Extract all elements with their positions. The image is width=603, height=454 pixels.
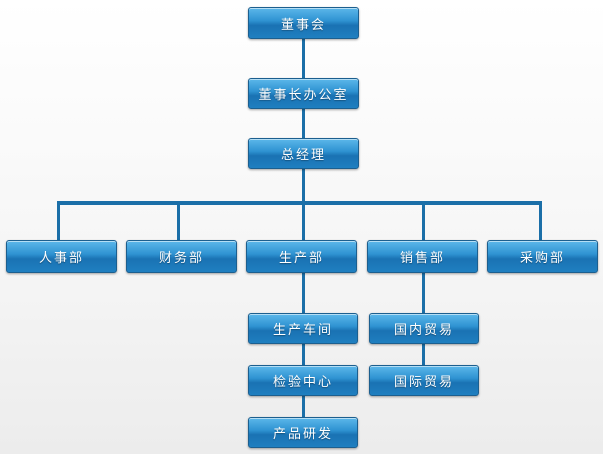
domestic-trade-node: 国内贸易 (369, 313, 479, 344)
production-department-node: 生产部 (246, 240, 357, 273)
international-trade-node: 国际贸易 (369, 365, 479, 396)
connector-department-bus (57, 201, 542, 205)
chairman-office-node: 董事长办公室 (248, 78, 359, 109)
purchasing-department-node: 采购部 (487, 240, 598, 273)
finance-department-node: 财务部 (126, 240, 237, 273)
inspection-center-node: 检验中心 (248, 365, 358, 396)
product-rnd-node: 产品研发 (248, 417, 358, 448)
production-workshop-node: 生产车间 (248, 313, 358, 344)
general-manager-node: 总经理 (248, 138, 359, 169)
board-node: 董事会 (248, 7, 359, 39)
connector-office-to-gm (302, 108, 305, 138)
connector-domestic-to-international (422, 344, 425, 366)
connector-board-to-office (302, 38, 305, 80)
connector-gm-to-bus (302, 168, 305, 203)
connector-bus-to-finance (177, 201, 180, 241)
connector-bus-to-sales (422, 201, 425, 241)
connector-bus-to-purchasing (539, 201, 542, 241)
connector-production-to-workshop (302, 272, 305, 314)
connector-bus-to-production (302, 201, 305, 241)
sales-department-node: 销售部 (367, 240, 478, 273)
connector-sales-to-domestic (422, 272, 425, 314)
connector-inspection-to-rnd (302, 396, 305, 418)
hr-department-node: 人事部 (6, 240, 117, 273)
connector-workshop-to-inspection (302, 344, 305, 366)
connector-bus-to-hr (57, 201, 60, 241)
